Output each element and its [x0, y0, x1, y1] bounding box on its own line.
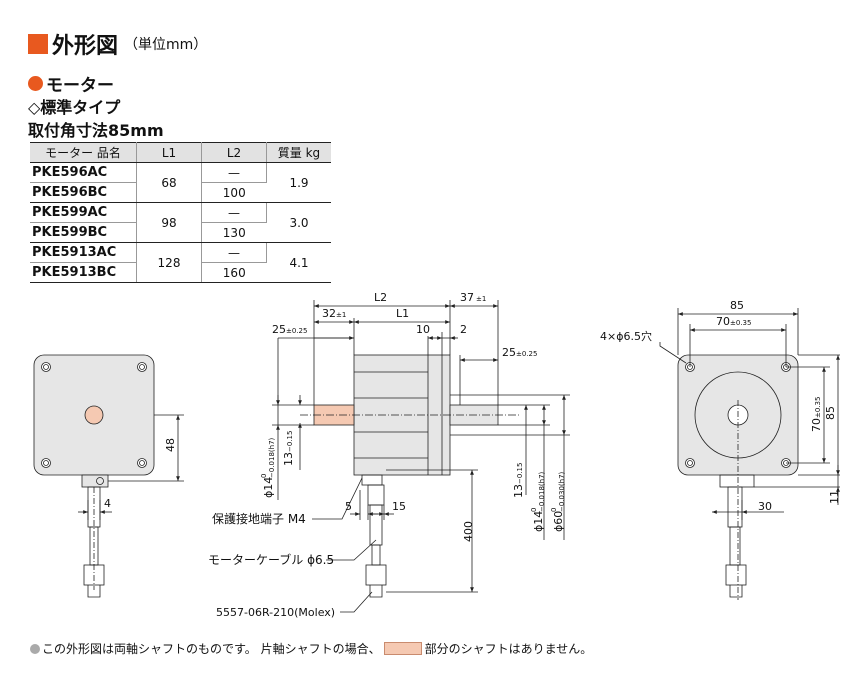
dim-l2: L2 — [374, 291, 387, 304]
orange-dot-icon — [28, 76, 43, 91]
tol-25b: ±0.25 — [516, 350, 537, 358]
mass-value: 1.9 — [266, 162, 331, 203]
footnote-part1: この外形図は両軸シャフトのものです。 片軸シャフトの場合、 — [42, 642, 381, 656]
table-row: PKE5913AC 128 — 4.1 — [30, 242, 331, 283]
footnote-part2: 部分のシャフトはありません。 — [424, 642, 593, 656]
tol-70: ±0.35 — [730, 319, 751, 327]
title-text: 外形図 — [52, 34, 119, 59]
dim-25b: 25 — [502, 346, 516, 359]
section-text: モーター — [46, 76, 114, 96]
dim-37: 37 — [460, 291, 474, 304]
dim-4: 4 — [104, 497, 111, 510]
dim-5: 5 — [345, 500, 352, 513]
l2-value: — — [201, 162, 267, 183]
ground-terminal-label: 保護接地端子 M4 — [212, 511, 306, 526]
tol-37: ±1 — [476, 295, 486, 303]
table-row: PKE5913BC 160 — [30, 262, 331, 283]
l2-value: 130 — [201, 222, 267, 243]
footnote: この外形図は両軸シャフトのものです。 片軸シャフトの場合、 部分のシャフトはあり… — [30, 640, 592, 657]
l1-value: 98 — [136, 202, 202, 243]
dim-400: 400 — [462, 521, 475, 542]
subsection-heading: ◇標準タイプ — [28, 98, 121, 117]
header-mass: 質量 kg — [266, 142, 331, 163]
tol-70-vertical: ±0.35 — [814, 397, 822, 418]
table-row: PKE596AC 68 — 1.9 — [30, 162, 331, 203]
tol-phi60-lower: −0.030(h7) — [558, 471, 566, 512]
dim-13-right: 13 — [512, 484, 525, 498]
mass-value: 4.1 — [266, 242, 331, 283]
dim-85-top: 85 — [730, 299, 744, 312]
dim-32: 32 — [322, 307, 336, 320]
tol-phi14-right-lower: −0.018(h7) — [538, 471, 546, 512]
l2-value: — — [201, 242, 267, 263]
title-unit: （単位mm） — [124, 37, 208, 53]
mass-value: 3.0 — [266, 202, 331, 243]
motor-cable-label: モーターケーブル ϕ6.5 — [208, 552, 334, 567]
model-name: PKE599BC — [30, 222, 137, 243]
table-row: PKE599BC 130 — [30, 222, 331, 243]
header-l1: L1 — [136, 142, 202, 163]
right-front-view — [659, 308, 840, 600]
dim-70-vertical: 70 — [810, 418, 823, 432]
page-title: 外形図 （単位mm） — [28, 28, 207, 60]
model-name: PKE596AC — [30, 162, 137, 183]
connector-label: 5557-06R-210(Molex) — [216, 606, 335, 619]
table-row: PKE596BC 100 — [30, 182, 331, 203]
holes-label: 4×ϕ6.5穴 — [600, 329, 652, 343]
orange-square-icon — [28, 34, 48, 54]
dim-l1: L1 — [396, 307, 409, 320]
tol-phi14-left-upper: 0 — [260, 474, 268, 478]
l2-value: 100 — [201, 182, 267, 203]
side-view — [272, 300, 570, 613]
left-front-view — [33, 354, 184, 598]
dim-10: 10 — [416, 323, 430, 336]
dim-30: 30 — [758, 500, 772, 513]
dim-phi14-left: ϕ14 — [262, 477, 275, 498]
header-model: モーター 品名 — [30, 142, 137, 163]
dim-15: 15 — [392, 500, 406, 513]
gray-dot-icon — [30, 643, 40, 654]
tol-25a: ±0.25 — [286, 327, 307, 335]
dimension-drawing: 48 4 L2 37 ±1 32 ±1 L1 25 ±0.25 10 2 25 … — [33, 291, 841, 619]
tol-phi14-left-lower: −0.018(h7) — [268, 437, 276, 478]
l2-value: 160 — [201, 262, 267, 283]
table-header-row: モーター 品名 L1 L2 質量 kg — [30, 142, 331, 163]
header-l2: L2 — [201, 142, 267, 163]
model-name: PKE596BC — [30, 182, 137, 203]
dim-70: 70 — [716, 315, 730, 328]
l1-value: 128 — [136, 242, 202, 283]
dim-13-left: 13 — [282, 452, 295, 466]
dim-phi14-right: ϕ14 — [532, 511, 545, 532]
tol-phi14-right-upper: 0 — [530, 508, 538, 512]
model-name: PKE5913BC — [30, 262, 137, 283]
tol-13-left: −0.15 — [286, 431, 294, 452]
tol-phi60-upper: 0 — [550, 508, 558, 512]
table-row: PKE599AC 98 — 3.0 — [30, 202, 331, 243]
l1-value: 68 — [136, 162, 202, 203]
dim-2: 2 — [460, 323, 467, 336]
l2-value: — — [201, 202, 267, 223]
section-heading: モーター — [28, 71, 114, 96]
dim-25a: 25 — [272, 323, 286, 336]
dim-85-vertical: 85 — [824, 406, 837, 420]
tol-32: ±1 — [336, 311, 346, 319]
tol-13-right: −0.15 — [516, 463, 524, 484]
dim-11: 11 — [828, 490, 841, 504]
spec-table: モーター 品名 L1 L2 質量 kg PKE596AC 68 — 1.9 PK… — [30, 142, 331, 283]
model-name: PKE599AC — [30, 202, 137, 223]
shaft-highlight-swatch — [383, 642, 422, 655]
mount-size-heading: 取付角寸法85mm — [28, 121, 164, 140]
model-name: PKE5913AC — [30, 242, 137, 263]
dim-phi60: ϕ60 — [552, 511, 565, 532]
dim-48: 48 — [164, 438, 177, 452]
